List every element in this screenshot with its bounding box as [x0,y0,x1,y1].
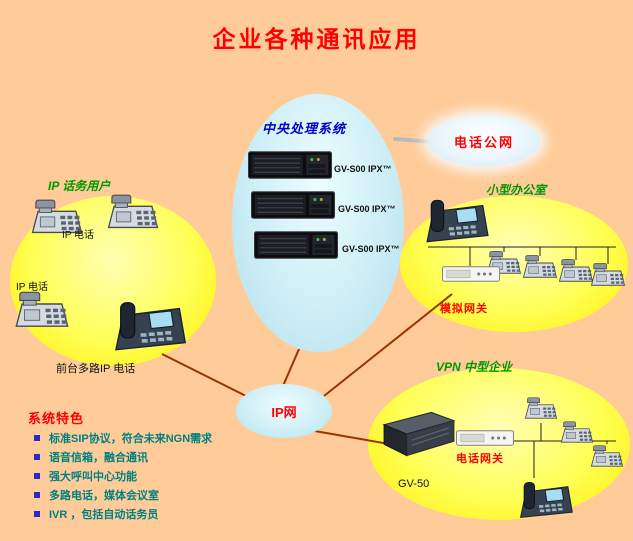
phone-gateway-icon [456,430,514,446]
server-2-label: GV-S00 IPX™ [338,204,396,214]
pstn-label: 电话公网 [453,134,514,150]
analog-gateway-label: 模拟网关 [440,303,488,315]
front-desk-phone-label: 前台多路IP 电话 [56,363,136,375]
office-phone-icon-2 [522,254,558,281]
feature-item-2: 语音信箱，融合通讯 [34,449,148,465]
server-3-label: GV-S00 IPX™ [342,244,400,254]
office-phone-icon-4 [590,262,626,289]
server-icon-2 [251,190,335,220]
ip-network-label: IP网 [271,404,297,420]
feature-item-5: IVR ，包括自动话务员 [34,506,158,522]
feature-text-3: 强大呼叫中心功能 [49,471,137,483]
bullet-icon [34,492,40,498]
ip-phone-label-2: IP 电话 [16,282,49,293]
pstn-cloud: 电话公网 [428,116,540,166]
page-title: 企业各种通讯应用 [212,26,421,52]
feature-text-4: 多路电话，媒体会议室 [49,490,159,502]
server-1-label: GV-S00 IPX™ [334,164,392,174]
small-office-label: 小型办公室 [486,183,547,197]
feature-item-1: 标准SIP协议，符合未来NGN需求 [34,430,212,446]
feature-text-2: 语音信箱，融合通讯 [49,452,148,464]
ip-users-label: IP 话务用户 [48,179,111,193]
bullet-icon [34,511,40,517]
server-icon-3 [254,230,338,260]
office-video-phone-icon [424,196,490,244]
gv50-device-icon [380,406,458,460]
bullet-icon [34,454,40,460]
feature-item-3: 强大呼叫中心功能 [34,468,137,484]
ip-network-cloud: IP网 [236,384,332,438]
ip-phone-label-1: IP 电话 [62,230,95,241]
phone-gateway-label: 电话网关 [456,453,504,465]
analog-gateway-icon [442,266,500,282]
bullet-icon [34,473,40,479]
server-icon-1 [248,150,332,180]
central-system-label: 中央处理系统 [262,121,347,136]
feature-text-5: IVR ，包括自动话务员 [49,509,159,521]
vpn-phone-icon-2 [560,420,594,446]
feature-item-4: 多路电话，媒体会议室 [34,487,159,503]
desk-phone-icon-3 [14,290,70,332]
vpn-screen-phone-icon [518,478,574,520]
vpn-phone-icon-1 [524,396,558,422]
desk-phone-icon-2 [106,193,160,233]
bullet-icon [34,435,40,441]
features-heading: 系统特色 [28,411,85,426]
vpn-phone-icon-3 [590,444,624,470]
multiline-ip-phone-icon [112,298,188,352]
office-phone-icon-3 [558,258,594,285]
gv50-label: GV-50 [398,478,430,490]
feature-text-1: 标准SIP协议，符合未来NGN需求 [49,433,213,445]
vpn-enterprise-label: VPN 中型企业 [436,360,513,374]
